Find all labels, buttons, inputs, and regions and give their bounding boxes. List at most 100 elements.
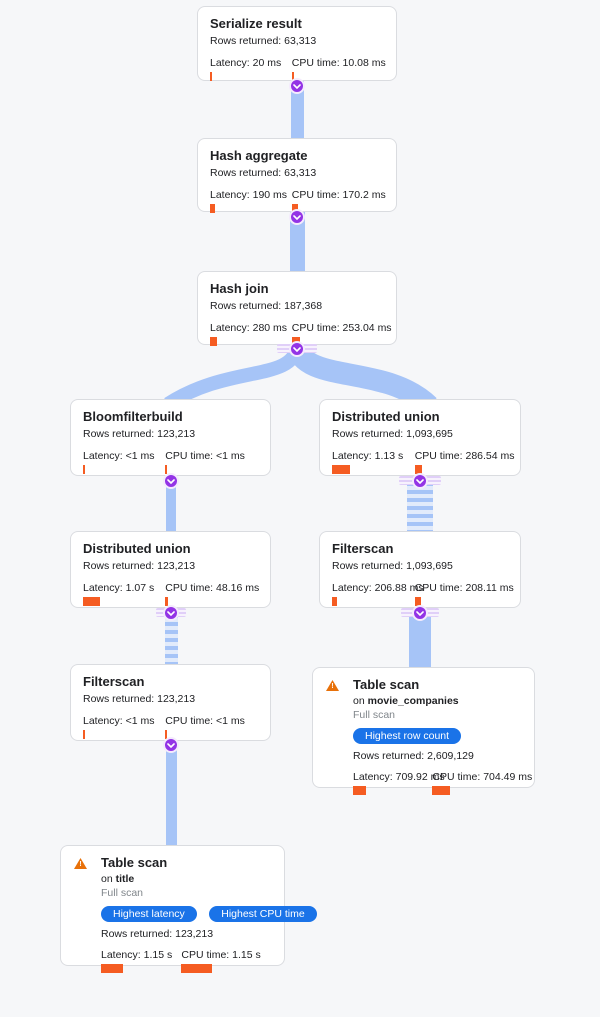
latency-metric: Latency: 1.13 s <box>332 450 415 474</box>
rows-returned: Rows returned: 1,093,695 <box>332 560 453 572</box>
rows-returned: Rows returned: 63,313 <box>210 35 317 47</box>
rows-returned: Rows returned: 1,093,695 <box>332 428 453 440</box>
chevron-down-icon <box>167 478 175 484</box>
plan-node-distributed-union-right[interactable]: Distributed union Rows returned: 1,093,6… <box>319 399 521 476</box>
rows-returned: Rows returned: 187,368 <box>210 300 323 312</box>
edge-bloomfilter-distunion-left <box>166 474 176 532</box>
collapse-toggle[interactable] <box>163 473 179 489</box>
collapse-toggle[interactable] <box>163 737 179 753</box>
warning-triangle-icon: ! <box>74 858 87 869</box>
latency-bar <box>332 465 350 474</box>
highest-row-count-badge: Highest row count <box>353 728 462 744</box>
node-title: Filterscan <box>332 541 394 556</box>
latency-bar <box>83 730 85 739</box>
warning-triangle-icon: ! <box>326 680 339 691</box>
highest-cpu-time-badge: Highest CPU time <box>209 906 317 922</box>
node-title: Bloomfilterbuild <box>83 409 183 424</box>
latency-metric: Latency: 709.92 ms <box>353 771 445 795</box>
scan-target: on movie_companies <box>353 695 459 707</box>
cpu-time-bar <box>432 786 451 795</box>
collapse-toggle[interactable] <box>289 341 305 357</box>
plan-node-filterscan-left[interactable]: Filterscan Rows returned: 123,213 Latenc… <box>70 664 271 741</box>
collapse-toggle[interactable] <box>412 605 428 621</box>
latency-metric: Latency: 206.88 ms <box>332 582 424 606</box>
cpu-time-metric: CPU time: 704.49 ms <box>432 771 532 795</box>
chevron-down-icon <box>293 83 301 89</box>
cpu-time-bar <box>165 465 168 474</box>
chevron-down-icon <box>167 742 175 748</box>
latency-bar <box>332 597 337 606</box>
edge-filterscan-tablescan-right <box>409 606 431 668</box>
cpu-time-metric: CPU time: 208.11 ms <box>414 582 514 606</box>
latency-bar <box>210 204 215 213</box>
cpu-time-metric: CPU time: 10.08 ms <box>291 57 386 81</box>
chevron-down-icon <box>293 214 301 220</box>
plan-node-filterscan-right[interactable]: Filterscan Rows returned: 1,093,695 Late… <box>319 531 521 608</box>
plan-node-hash-join[interactable]: Hash join Rows returned: 187,368 Latency… <box>197 271 397 346</box>
node-title: Hash aggregate <box>210 148 308 163</box>
cpu-time-metric: CPU time: 253.04 ms <box>291 322 392 346</box>
latency-metric: Latency: 1.15 s <box>101 949 181 973</box>
highest-latency-badge: Highest latency <box>101 906 197 922</box>
plan-node-hash-aggregate[interactable]: Hash aggregate Rows returned: 63,313 Lat… <box>197 138 397 213</box>
edge-hashagg-hashjoin <box>289 210 305 272</box>
cpu-time-bar <box>414 465 422 474</box>
cpu-time-bar <box>165 597 169 606</box>
cpu-time-bar <box>414 597 421 606</box>
node-title: Distributed union <box>83 541 191 556</box>
plan-node-table-scan-movie-companies[interactable]: ! Table scan on movie_companies Full sca… <box>312 667 535 795</box>
latency-metric: Latency: 280 ms <box>210 322 292 346</box>
rows-returned: Rows returned: 2,609,129 <box>353 750 474 762</box>
edge-serialize-hashagg <box>290 79 304 139</box>
latency-bar <box>353 786 366 795</box>
node-title: Filterscan <box>83 674 145 689</box>
node-title: Distributed union <box>332 409 440 424</box>
cpu-time-bar <box>165 730 168 739</box>
latency-metric: Latency: 190 ms <box>210 189 292 213</box>
collapse-toggle[interactable] <box>163 605 179 621</box>
latency-bar <box>210 72 212 81</box>
cpu-time-bar <box>181 964 213 973</box>
cpu-time-metric: CPU time: 286.54 ms <box>414 450 515 474</box>
edge-distunion-filterscan-left <box>164 606 178 665</box>
cpu-time-bar <box>291 72 294 81</box>
cpu-time-metric: CPU time: 170.2 ms <box>291 189 386 213</box>
latency-bar <box>83 465 85 474</box>
collapse-toggle[interactable] <box>412 473 428 489</box>
cpu-time-metric: CPU time: <1 ms <box>165 715 247 739</box>
cpu-time-metric: CPU time: <1 ms <box>165 450 247 474</box>
chevron-down-icon <box>293 346 301 352</box>
chevron-down-icon <box>416 478 424 484</box>
rows-returned: Rows returned: 63,313 <box>210 167 317 179</box>
rows-returned: Rows returned: 123,213 <box>101 928 214 940</box>
node-title: Hash join <box>210 281 269 296</box>
collapse-toggle[interactable] <box>289 78 305 94</box>
plan-node-bloomfilterbuild[interactable]: Bloomfilterbuild Rows returned: 123,213 … <box>70 399 271 476</box>
chevron-down-icon <box>416 610 424 616</box>
latency-metric: Latency: 20 ms <box>210 57 292 81</box>
latency-metric: Latency: <1 ms <box>83 715 165 739</box>
latency-bar <box>210 337 217 346</box>
node-title: Serialize result <box>210 16 302 31</box>
scan-target: on title <box>101 873 135 885</box>
rows-returned: Rows returned: 123,213 <box>83 428 196 440</box>
latency-bar <box>83 597 100 606</box>
node-title: Table scan <box>353 677 420 692</box>
collapse-toggle[interactable] <box>289 209 305 225</box>
edge-hashjoin-distunion-right <box>286 342 437 415</box>
node-title: Table scan <box>101 855 168 870</box>
plan-node-serialize-result[interactable]: Serialize result Rows returned: 63,313 L… <box>197 6 397 81</box>
cpu-time-metric: CPU time: 1.15 s <box>181 949 261 973</box>
plan-node-table-scan-title[interactable]: ! Table scan on title Full scan Highest … <box>60 845 317 973</box>
latency-bar <box>101 964 123 973</box>
chevron-down-icon <box>167 610 175 616</box>
cpu-time-metric: CPU time: 48.16 ms <box>165 582 259 606</box>
plan-node-distributed-union-left[interactable]: Distributed union Rows returned: 123,213… <box>70 531 271 608</box>
scan-type: Full scan <box>353 709 396 721</box>
edge-filterscan-tablescan-left <box>165 739 177 846</box>
scan-type: Full scan <box>101 887 144 899</box>
edge-hashjoin-bloomfilterbuild <box>164 344 304 410</box>
rows-returned: Rows returned: 123,213 <box>83 560 196 572</box>
latency-metric: Latency: 1.07 s <box>83 582 165 606</box>
